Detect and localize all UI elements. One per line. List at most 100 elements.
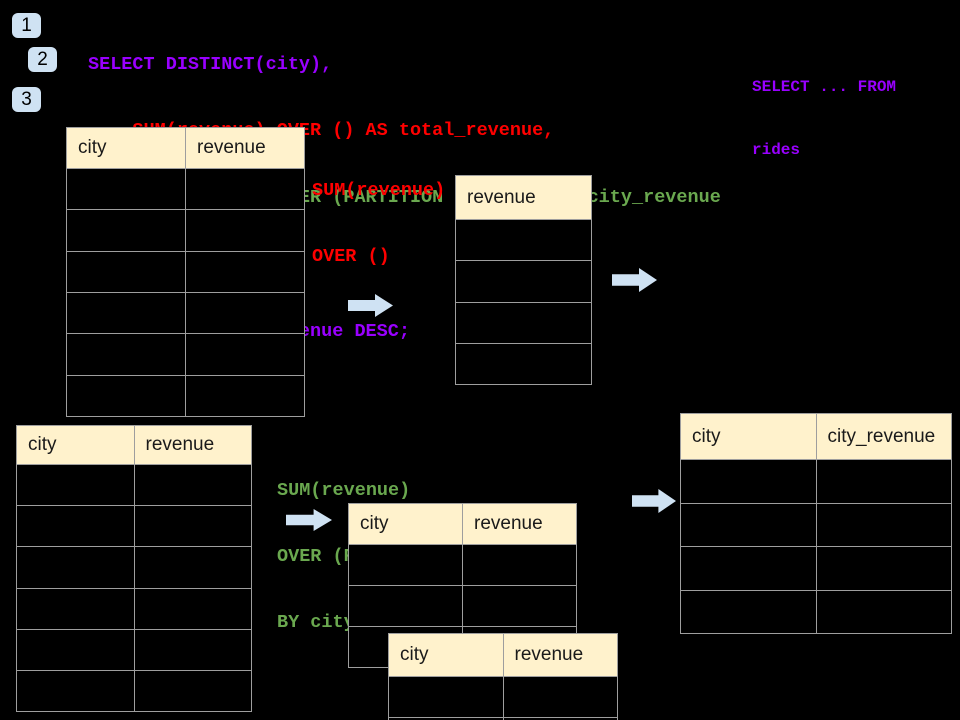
table-row <box>456 219 591 260</box>
table-row <box>17 587 252 629</box>
result-table: city city_revenue <box>680 413 952 634</box>
right-arrow-icon <box>632 489 676 513</box>
table-cell <box>389 677 503 717</box>
table-cell <box>133 506 252 547</box>
column-header-city: city <box>360 513 389 534</box>
step-badge-1: 1 <box>12 13 41 38</box>
table-cell <box>815 590 952 633</box>
table-cell <box>462 586 576 626</box>
column-header-revenue: revenue <box>185 128 304 168</box>
column-header-revenue: revenue <box>462 504 576 544</box>
table-header-row: city revenue <box>17 426 251 464</box>
label-sum-over-total-line-1: SUM(revenue) <box>312 180 446 201</box>
table-row <box>67 209 304 251</box>
table-cell <box>67 210 185 250</box>
column-header-city-revenue: city_revenue <box>815 414 952 459</box>
table-cell <box>456 344 591 384</box>
table-row <box>456 260 591 301</box>
table-row <box>17 628 252 670</box>
table-cell <box>185 169 304 210</box>
table-row <box>67 250 304 292</box>
table-cell <box>17 630 134 670</box>
table-cell <box>17 465 134 505</box>
table-cell <box>133 465 252 506</box>
table-cell <box>67 252 185 292</box>
sql-line-select: SELECT DISTINCT(city), <box>88 53 333 75</box>
table-header-row: city revenue <box>389 634 617 676</box>
step-badge-2: 2 <box>28 47 57 72</box>
table-cell <box>133 670 252 712</box>
table-header-row: city city_revenue <box>681 414 951 459</box>
table-cell <box>185 334 304 375</box>
table-cell <box>185 375 304 416</box>
table-cell <box>67 376 185 416</box>
table-header-row: city revenue <box>67 128 304 168</box>
column-header-city: city <box>692 425 721 447</box>
table-row <box>17 546 252 588</box>
table-cell <box>456 220 591 260</box>
table-row <box>17 505 252 547</box>
table-row <box>349 544 576 585</box>
table-cell <box>67 293 185 333</box>
table-cell <box>185 292 304 334</box>
table-row <box>681 502 952 547</box>
table-header-row: revenue <box>456 176 591 219</box>
table-row <box>681 589 952 633</box>
table-cell <box>815 503 952 546</box>
table-cell <box>815 547 952 590</box>
side-note-line-2: rides <box>752 141 801 159</box>
table-cell <box>681 504 816 547</box>
column-header-city: city <box>400 644 429 665</box>
step-badge-3: 3 <box>12 87 41 112</box>
source-table-top: city revenue <box>66 127 305 417</box>
step-badge-2-label: 2 <box>37 48 48 70</box>
table-cell <box>815 460 952 503</box>
side-note-select-from-rides: SELECT ... FROM rides <box>752 35 896 203</box>
table-row <box>681 546 951 590</box>
table-row <box>67 168 304 210</box>
column-header-city: city <box>28 434 57 455</box>
table-row <box>17 669 252 712</box>
table-cell <box>133 629 252 670</box>
table-row <box>67 333 304 375</box>
table-cell <box>17 506 134 546</box>
table-cell <box>67 169 185 209</box>
table-cell <box>349 545 462 585</box>
table-cell <box>502 718 618 720</box>
table-cell <box>17 547 134 587</box>
column-header-city: city <box>78 137 107 158</box>
column-header-revenue: revenue <box>133 426 252 464</box>
table-row <box>389 717 617 720</box>
table-cell <box>185 210 304 251</box>
column-header-revenue: revenue <box>502 634 618 676</box>
total-revenue-table: revenue <box>455 175 592 385</box>
table-cell <box>67 334 185 374</box>
table-cell <box>681 460 816 503</box>
table-row <box>67 291 304 334</box>
table-row <box>17 464 252 506</box>
partition-table-front: city revenue <box>388 633 618 720</box>
label-sum-over-total: SUM(revenue) OVER () <box>312 136 445 312</box>
table-cell <box>349 586 462 626</box>
table-row <box>67 374 304 416</box>
label-sum-over-total-line-2: OVER () <box>312 246 390 267</box>
source-table-bottom: city revenue <box>16 425 252 712</box>
step-badge-1-label: 1 <box>21 14 32 36</box>
table-cell <box>462 545 576 585</box>
table-cell <box>185 251 304 292</box>
table-cell <box>17 671 134 711</box>
table-cell <box>681 547 816 590</box>
table-row <box>681 459 951 503</box>
table-row <box>456 342 591 384</box>
table-row <box>389 676 617 717</box>
column-header-revenue: revenue <box>467 186 536 208</box>
table-cell <box>133 588 252 629</box>
table-row <box>349 585 576 626</box>
step-badge-3-label: 3 <box>21 88 32 110</box>
label-sum-over-partition-line-1: SUM(revenue) <box>277 480 411 501</box>
table-cell <box>502 677 618 717</box>
table-cell <box>133 547 252 588</box>
table-row <box>456 301 591 343</box>
table-cell <box>17 589 134 629</box>
